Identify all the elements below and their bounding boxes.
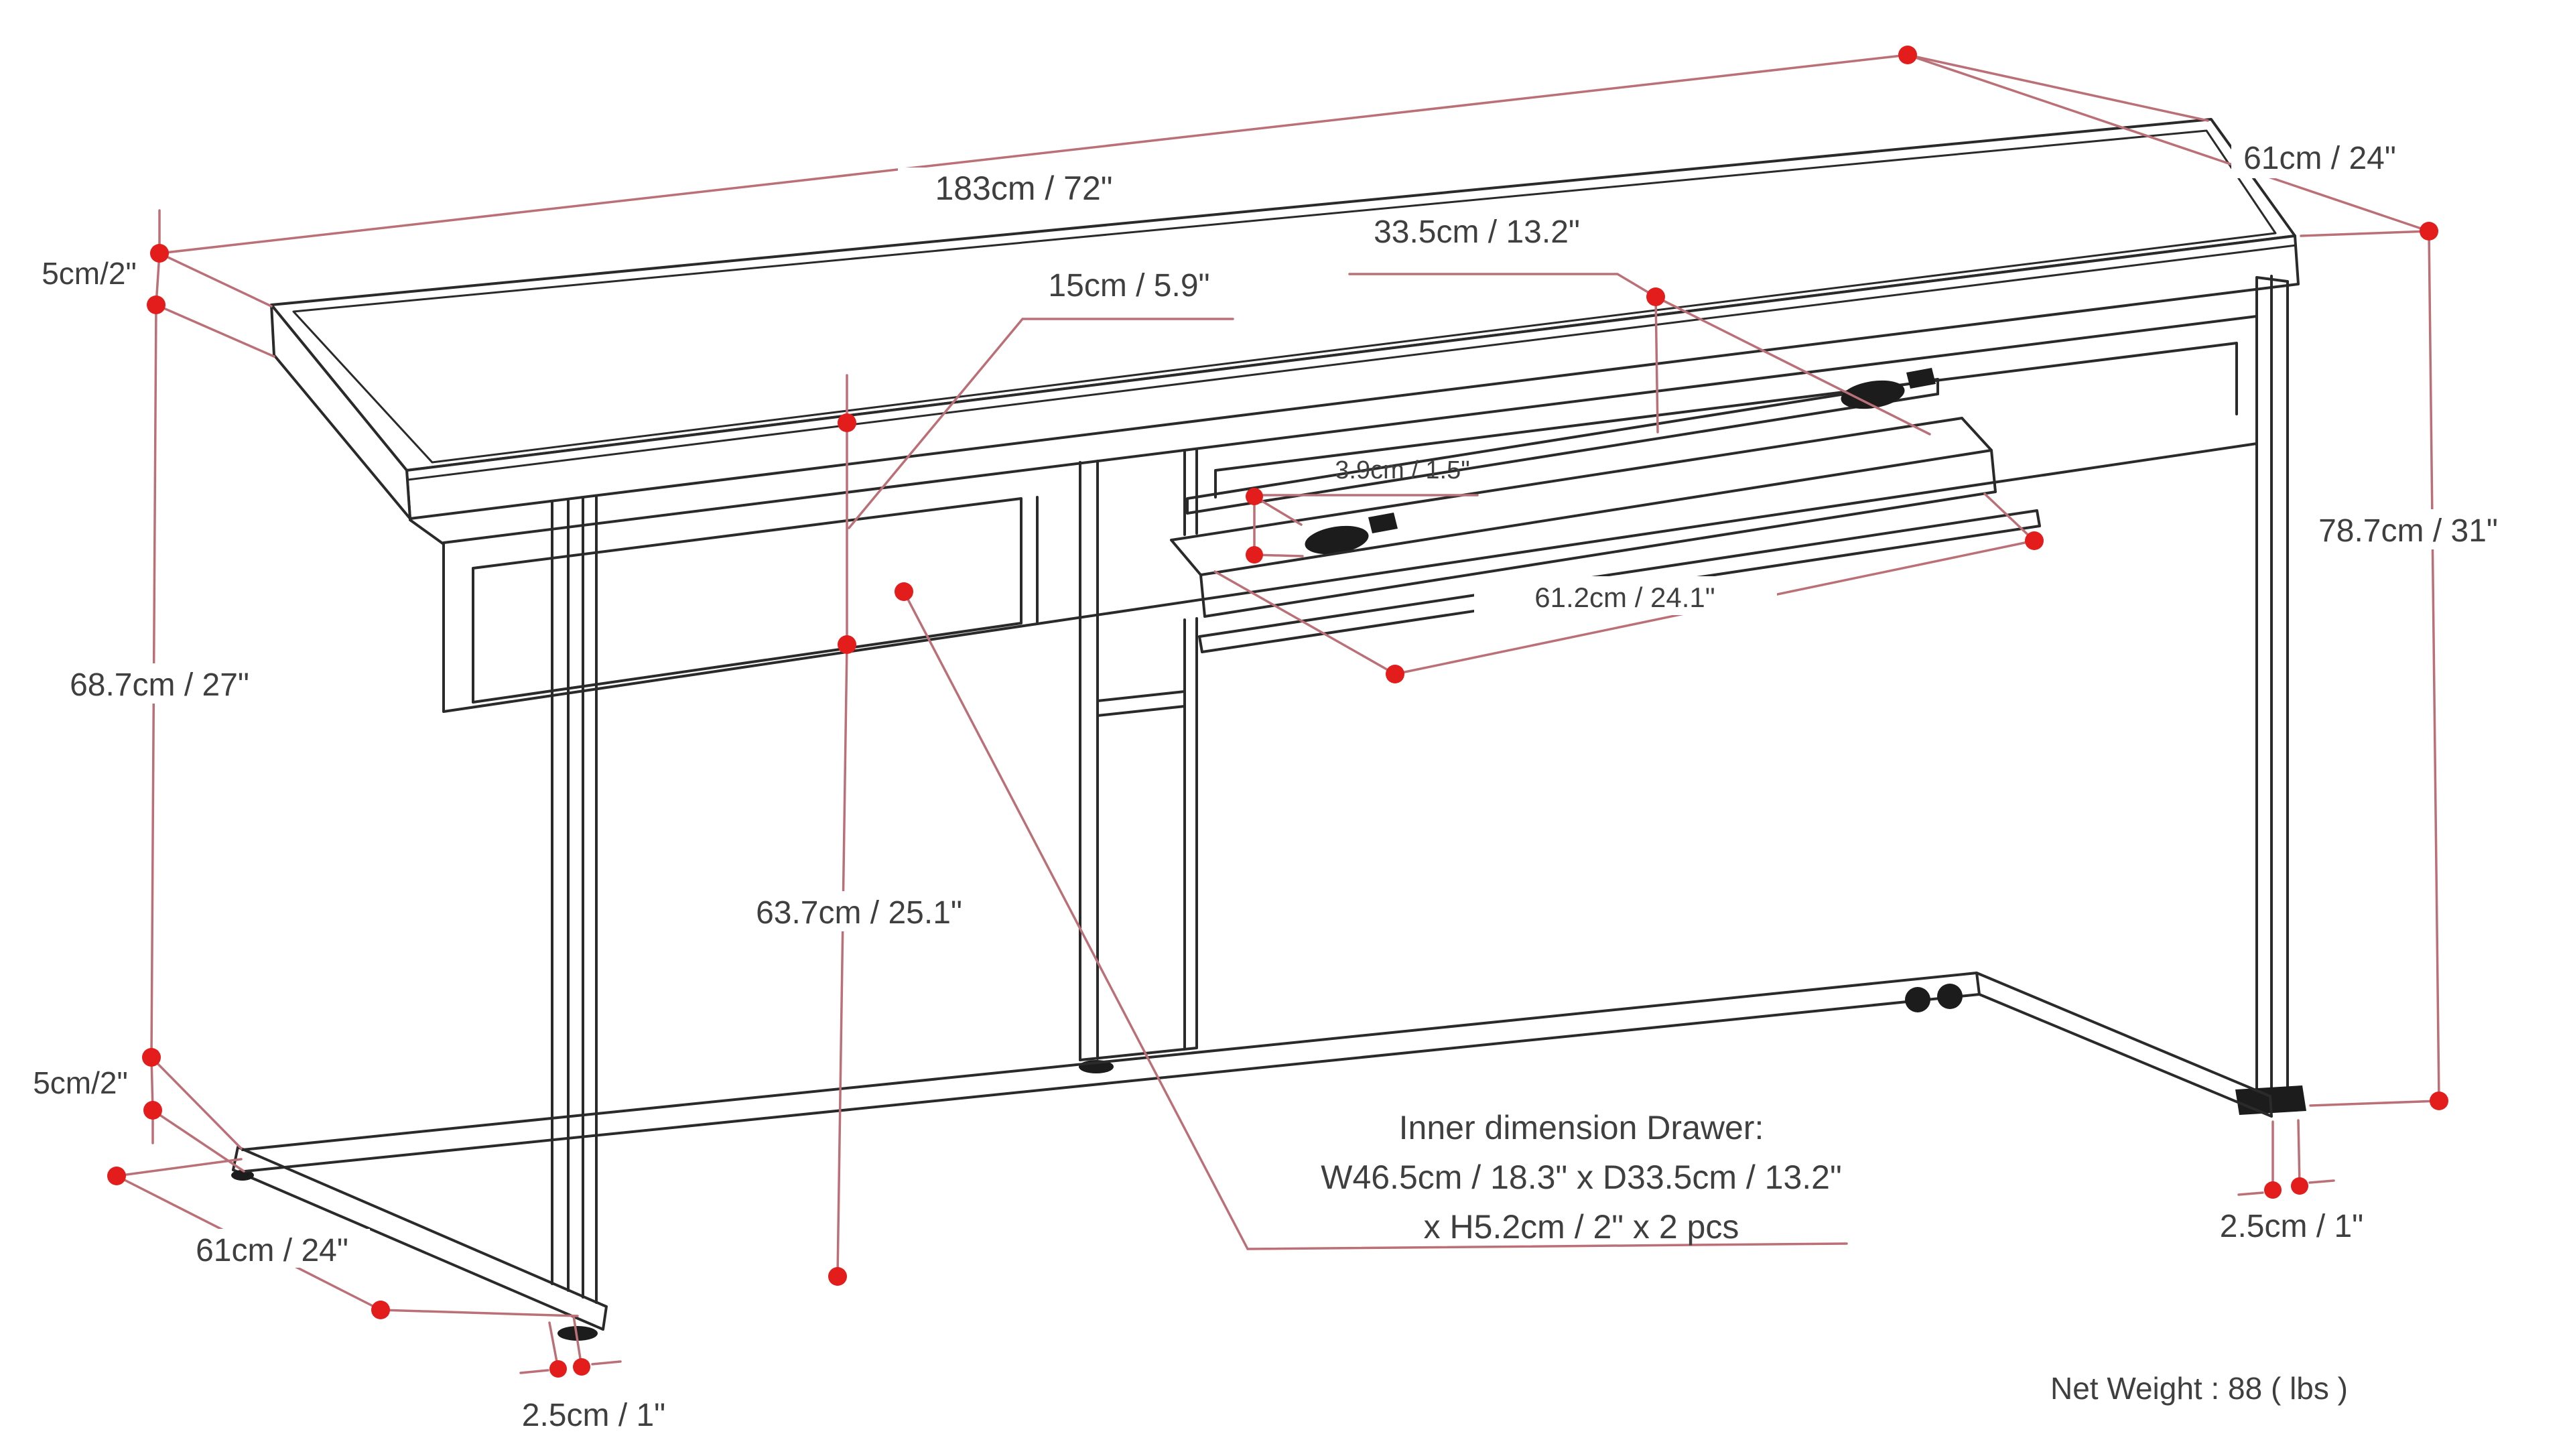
tray-left-roller (1305, 525, 1369, 555)
dimension-dot (2420, 222, 2438, 241)
dimension-dot (150, 244, 169, 263)
dim-label-length: 183cm / 72" (935, 170, 1112, 207)
center-tower (1079, 448, 1198, 1061)
desktop-front-edge-inner-line (407, 244, 2297, 481)
dim-label-depth-top: 61cm / 24" (2243, 141, 2396, 176)
left-drawer-front (472, 496, 1039, 704)
dimension-dot (371, 1301, 390, 1319)
label-backgrounds (48, 138, 2523, 1268)
dim-line-depth-top (1906, 54, 2430, 233)
label-bg (2295, 509, 2523, 549)
dimension-dot (1246, 546, 1263, 564)
dim-line-length (158, 54, 1909, 255)
dimension-dots (107, 46, 2448, 1378)
stretcher-screw-hole (1905, 987, 1930, 1012)
stretcher-screw-hole (1937, 984, 1963, 1009)
dim-leader (2300, 230, 2430, 237)
dim-leader (1906, 54, 2209, 122)
dim-line-under-tray (836, 374, 848, 1278)
tray-left-slide-stop (1368, 513, 1398, 533)
dimension-dot (2291, 1177, 2308, 1195)
dimension-dot (1646, 287, 1665, 306)
dim-leader (151, 1109, 245, 1173)
left-sled-back-pad (231, 1170, 254, 1181)
dim-label-top-thickness: 5cm/2" (42, 256, 137, 291)
left-leg-post (551, 496, 598, 1304)
drawer-note-line1: Inner dimension Drawer: (1399, 1109, 1764, 1146)
dim-line-top-thickness (150, 209, 161, 1059)
dim-leader-apron-height (848, 318, 1234, 529)
dimension-dot (838, 635, 856, 654)
dim-leader (115, 1158, 243, 1177)
dimension-dot (147, 295, 166, 314)
desk-drawing (231, 118, 2306, 1341)
label-bg (48, 663, 271, 704)
tray-board (1170, 417, 1997, 618)
dim-label-foot-depth: 61cm / 24" (196, 1233, 348, 1268)
net-weight-label: Net Weight : 88 ( lbs ) (2050, 1371, 2348, 1406)
dimension-dot (1246, 488, 1263, 505)
dim-line-drawer-depth (1348, 273, 1931, 436)
dim-label-clearance-height: 68.7cm / 27" (70, 667, 249, 703)
dim-leader (379, 1309, 579, 1317)
dim-label-foot-thickness-right: 2.5cm / 1" (2220, 1209, 2363, 1244)
dimension-dot (142, 1048, 161, 1067)
dimension-dot (2430, 1091, 2448, 1110)
drawer-note-line2: W46.5cm / 18.3" x D33.5cm / 13.2" (1321, 1159, 1842, 1196)
apron-band (409, 315, 2258, 713)
dimension-dot (828, 1267, 847, 1286)
dim-label-under-tray-height: 63.7cm / 25.1" (756, 895, 962, 931)
dimension-dot (838, 413, 856, 432)
label-bg (2231, 138, 2412, 178)
dimension-dot (895, 582, 913, 601)
dim-label-foot-thickness-bottom: 2.5cm / 1" (522, 1398, 665, 1433)
dim-line-foot-thickness-bottom (519, 1315, 622, 1374)
dimension-dot (143, 1101, 162, 1120)
dimension-dot (1386, 665, 1404, 683)
label-bg (722, 891, 996, 931)
dim-label-drawer-depth: 33.5cm / 13.2" (1374, 214, 1580, 250)
dim-line-base-rail (150, 1056, 154, 1144)
dim-label-apron-height: 15cm / 5.9" (1048, 268, 1209, 304)
dim-leader (158, 252, 273, 308)
drawer-note: Inner dimension Drawer: W46.5cm / 18.3" … (1321, 1109, 1842, 1246)
label-bg (176, 1229, 370, 1268)
desktop-top-face-inner-line (292, 129, 2277, 464)
dim-leader (150, 1056, 243, 1150)
left-sled-front-pad (557, 1326, 598, 1341)
dim-line-overall-height (2428, 230, 2440, 1102)
left-sled-foot (232, 1146, 608, 1331)
dimension-dot (573, 1358, 590, 1376)
label-bg (1474, 576, 1777, 615)
dim-line-foot-thickness-right (2237, 1119, 2335, 1196)
drawer-note-line3: x H5.2cm / 2" x 2 pcs (1424, 1208, 1739, 1246)
tray-upper-rail (1186, 378, 1939, 515)
tray-right-roller (1841, 380, 1905, 409)
bottom-stretcher (241, 972, 2273, 1173)
dimension-dot (2025, 531, 2044, 550)
dim-label-base-rail-height: 5cm/2" (33, 1065, 128, 1100)
label-bg (898, 168, 1152, 209)
dim-leader-drawer-note (903, 590, 1848, 1250)
dim-leader (155, 304, 275, 358)
dimension-dot (2264, 1181, 2282, 1199)
desktop-left-edge (270, 304, 411, 520)
dim-label-tray-thickness: 3.9cm / 1.5" (1335, 456, 1469, 484)
dimension-dot (1898, 46, 1917, 64)
tray-right-slide-stop (1906, 368, 1936, 389)
dim-label-tray-width: 61.2cm / 24.1" (1534, 582, 1715, 613)
dimension-dot (107, 1167, 126, 1185)
dimension-labels: 183cm / 72" 61cm / 24" 5cm/2" 15cm / 5.9… (33, 141, 2498, 1433)
right-side-panel (2255, 275, 2289, 1095)
dimension-dot (549, 1360, 567, 1378)
dim-line-tray-thickness (1253, 494, 1479, 557)
dim-label-overall-height: 78.7cm / 31" (2318, 513, 2498, 549)
dim-leader (2309, 1100, 2440, 1107)
